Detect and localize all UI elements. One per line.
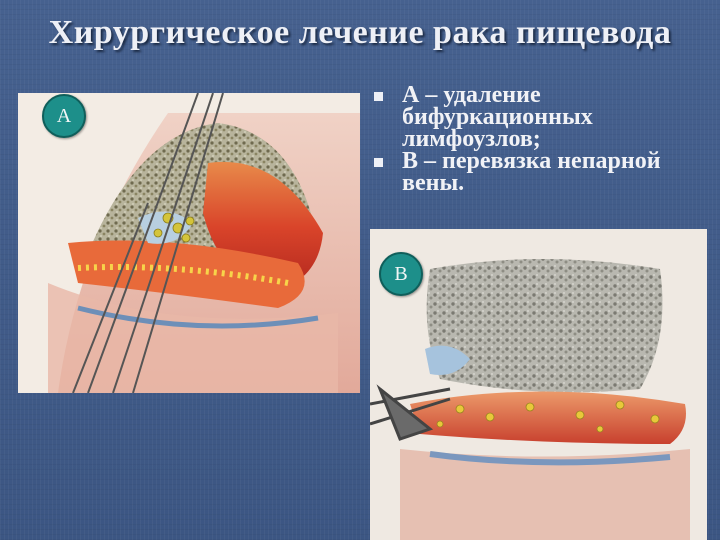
surgical-illustration-a bbox=[18, 93, 360, 393]
square-bullet-icon bbox=[374, 158, 383, 167]
slide-title: Хирургическое лечение рака пищевода bbox=[48, 14, 672, 51]
square-bullet-icon bbox=[374, 92, 383, 101]
bullet-text: А – удаление бифуркационных лимфоузлов; bbox=[402, 82, 593, 152]
figure-a-label: А bbox=[42, 94, 86, 138]
bullet-text: В – перевязка непарной вены. bbox=[402, 148, 661, 196]
figure-b-label: В bbox=[379, 252, 423, 296]
surgical-illustration-b bbox=[370, 229, 707, 540]
bullet-item: А – удаление бифуркационных лимфоузлов; bbox=[372, 82, 712, 152]
bullet-list: А – удаление бифуркационных лимфоузлов; … bbox=[372, 82, 712, 196]
bullet-item: В – перевязка непарной вены. bbox=[372, 148, 712, 196]
